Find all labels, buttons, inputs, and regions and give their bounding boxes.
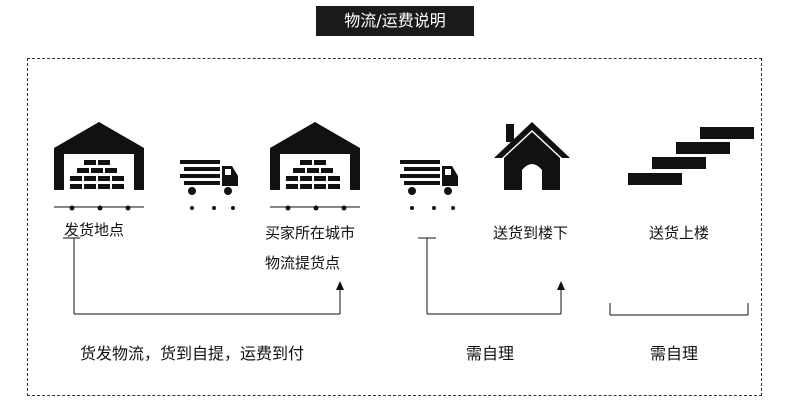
note-self-handle-2: 需自理 [650, 344, 699, 363]
house-icon [494, 122, 570, 190]
stairs-icon [628, 127, 754, 185]
delivery-upstairs-label: 送货上楼 [649, 224, 710, 242]
diagram-frame [27, 58, 762, 396]
truck-icon [180, 160, 238, 210]
page-title: 物流/运费说明 [316, 6, 474, 36]
warehouse-icon [270, 122, 360, 211]
note-self-handle-1: 需自理 [466, 344, 515, 363]
origin-label: 发货地点 [64, 221, 125, 239]
note-freight-collect: 货发物流，货到自提，运费到付 [80, 344, 305, 363]
truck-icon [400, 160, 458, 210]
buyer-city-label: 买家所在城市 [265, 224, 356, 242]
pickup-point-label: 物流提货点 [265, 254, 341, 272]
warehouse-icon [54, 122, 144, 211]
delivery-downstairs-label: 送货到楼下 [493, 224, 569, 242]
